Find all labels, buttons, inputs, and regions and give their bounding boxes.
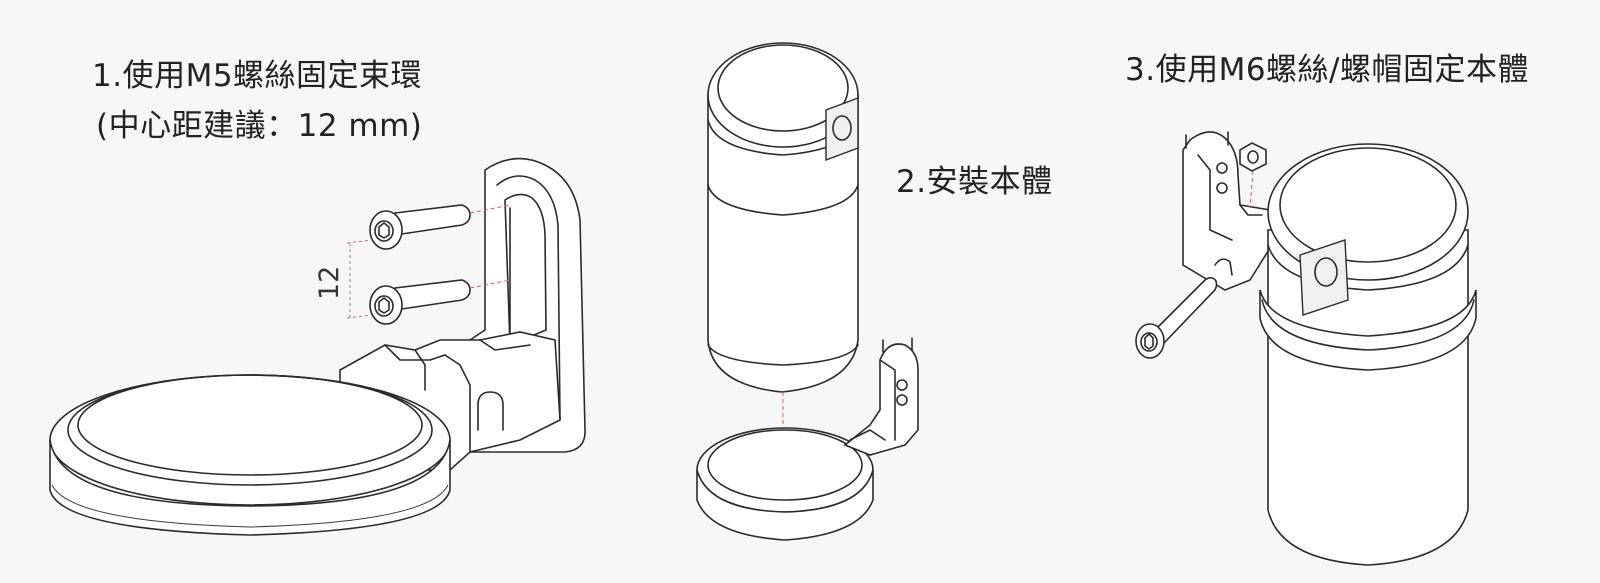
m5-screw-upper bbox=[369, 204, 471, 250]
step3-title: 3.使用M6螺絲/螺帽固定本體 bbox=[1125, 52, 1529, 88]
step2-body-install bbox=[696, 42, 919, 541]
m5-screw-lower bbox=[369, 279, 471, 325]
step1-title: 1.使用M5螺絲固定束環 bbox=[92, 58, 423, 94]
dimension-label: 12 bbox=[314, 266, 345, 300]
step3-mounted-assembly bbox=[1135, 131, 1477, 566]
step1-subtitle: (中心距建議：12 mm) bbox=[96, 108, 423, 144]
step2-title: 2.安裝本體 bbox=[896, 164, 1053, 200]
m6-nut bbox=[1239, 142, 1267, 172]
step1-clamp-assembly: 12 bbox=[49, 157, 586, 536]
m6-screw bbox=[1135, 276, 1218, 359]
